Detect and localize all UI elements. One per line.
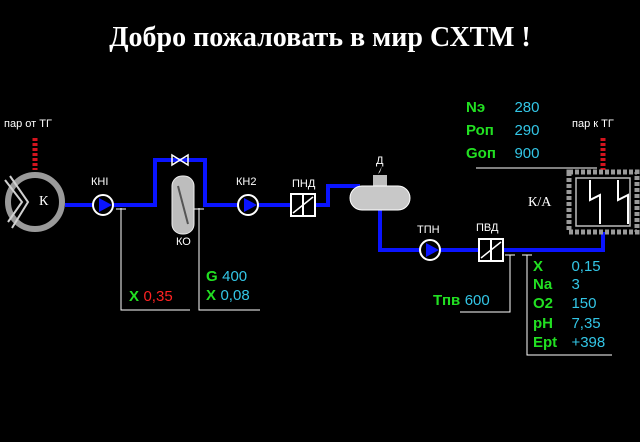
heater-pnd-icon	[290, 193, 316, 217]
steam-from-tg-label: пар от ТГ	[4, 118, 52, 130]
fw-o2-reading: O2 150	[533, 295, 596, 313]
gop-reading: Gоп 900	[466, 145, 539, 163]
param-name: X	[129, 288, 140, 305]
param-value: 280	[514, 99, 540, 116]
ka-label: К/А	[528, 195, 552, 210]
tap-points	[116, 208, 532, 256]
param-name: Nэ	[466, 99, 486, 116]
param-value: 7,35	[571, 315, 601, 332]
param-value: 400	[222, 268, 248, 285]
param-value: 290	[514, 122, 540, 139]
param-value: 900	[514, 145, 540, 162]
param-name: O2	[533, 295, 554, 312]
param-value: 0,15	[571, 258, 601, 275]
param-name: Gоп	[466, 145, 496, 162]
pump-kn2-icon	[237, 194, 259, 216]
param-value: 0,35	[143, 288, 173, 305]
param-name: Тпв	[433, 292, 461, 309]
filter-ko-icon	[171, 175, 195, 235]
condenser-icon	[4, 172, 65, 232]
kn2-label: КН2	[236, 176, 257, 188]
fw-x-reading: X 0,15	[533, 258, 601, 276]
steam-to-tg-label: пар к ТГ	[572, 118, 614, 130]
param-name: X	[206, 287, 217, 304]
bypass-valve-icon	[171, 153, 189, 167]
pipeline	[65, 158, 605, 252]
param-name: Ept	[533, 334, 558, 351]
rop-reading: Роп 290	[466, 122, 539, 140]
heater-pvd-icon	[478, 238, 504, 262]
feedwater-temp-reading: Тпв 600	[433, 292, 490, 310]
pump-kn1-icon	[92, 194, 114, 216]
param-name: G	[206, 268, 218, 285]
tpn-label: ТПН	[417, 224, 440, 236]
param-value: 150	[571, 295, 597, 312]
param-name: X	[533, 258, 544, 275]
boiler-ka-icon	[566, 169, 640, 235]
pump-tpn-icon	[419, 239, 441, 261]
deaerator-label: Д	[376, 155, 384, 167]
deaerator-icon	[349, 166, 411, 211]
fw-ept-reading: Ept +398	[533, 334, 605, 352]
param-value: 600	[464, 292, 490, 309]
page-title: Добро пожаловать в мир СХТМ !	[109, 22, 531, 53]
condensate-x-reading: X 0,35	[129, 288, 173, 306]
param-value: +398	[571, 334, 606, 351]
fw-na-reading: Na 3	[533, 276, 580, 294]
param-value: 3	[571, 276, 580, 293]
ko-x-reading: X 0,08	[206, 287, 250, 305]
ko-label: КО	[176, 236, 191, 248]
param-value: 0,08	[220, 287, 250, 304]
ne-reading: Nэ 280	[466, 99, 539, 117]
pnd-label: ПНД	[292, 178, 316, 190]
condenser-label: К	[39, 194, 49, 209]
ko-g-reading: G 400	[206, 268, 247, 286]
fw-ph-reading: pH 7,35	[533, 315, 601, 333]
param-name: Роп	[466, 122, 494, 139]
pvd-label: ПВД	[476, 222, 499, 234]
param-name: pH	[533, 315, 553, 332]
kn1-label: КНI	[91, 176, 109, 188]
measurement-leaders	[120, 167, 612, 356]
param-name: Na	[533, 276, 553, 293]
